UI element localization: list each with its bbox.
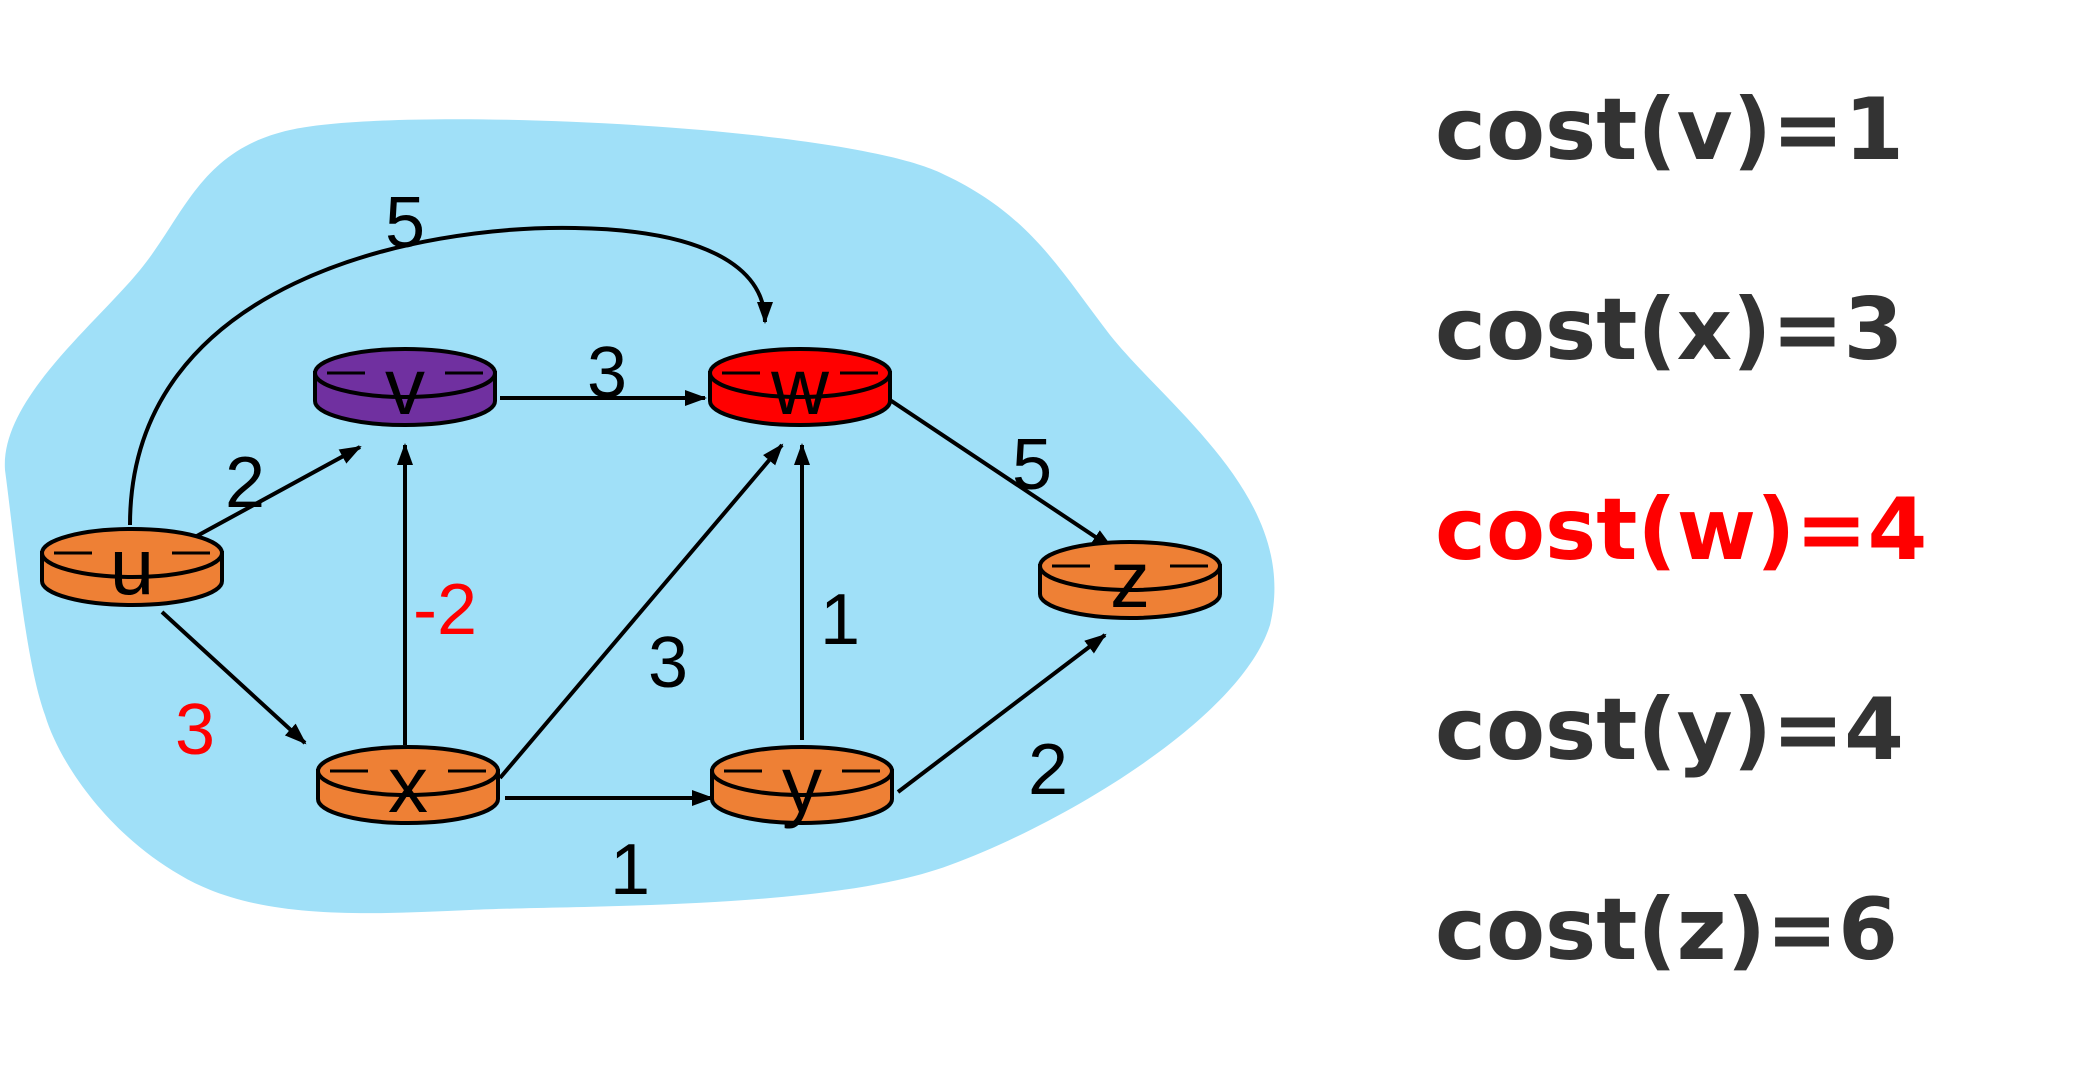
node-label-x: x bbox=[388, 740, 428, 829]
network-cloud bbox=[4, 119, 1275, 914]
edge-weight-x-v: -2 bbox=[413, 570, 477, 650]
edge-weight-v-w: 3 bbox=[587, 333, 627, 413]
node-label-u: u bbox=[110, 522, 155, 611]
edge-x-w bbox=[498, 443, 784, 780]
network-diagram: u v w x y z 5 2 3 3 -2 3 1 1 2 5 bbox=[4, 119, 1275, 914]
node-label-y: y bbox=[782, 740, 822, 829]
node-y: y bbox=[710, 740, 894, 829]
edge-weight-x-y: 1 bbox=[610, 830, 650, 910]
edge-weight-u-w: 5 bbox=[385, 183, 425, 263]
cost-y: cost(y)=4 bbox=[1435, 680, 1904, 780]
edge-u-w bbox=[128, 225, 773, 526]
cost-z: cost(z)=6 bbox=[1435, 880, 1898, 980]
node-label-z: z bbox=[1110, 535, 1150, 624]
edge-weight-y-w: 1 bbox=[820, 580, 860, 660]
node-w: w bbox=[708, 342, 892, 431]
edge-u-x bbox=[160, 610, 307, 745]
node-u: u bbox=[40, 522, 224, 611]
cost-w: cost(w)=4 bbox=[1435, 480, 1928, 580]
node-z: z bbox=[1038, 535, 1222, 624]
node-label-w: w bbox=[770, 342, 829, 431]
edge-labels-layer: 5 2 3 3 -2 3 1 1 2 5 bbox=[175, 183, 1068, 910]
cost-v: cost(v)=1 bbox=[1435, 80, 1904, 180]
edge-weight-u-v: 2 bbox=[225, 443, 265, 523]
cost-list: cost(v)=1 cost(x)=3 cost(w)=4 cost(y)=4 … bbox=[1435, 80, 2055, 1080]
edge-weight-u-x: 3 bbox=[175, 690, 215, 770]
edge-y-z bbox=[896, 633, 1107, 794]
node-x: x bbox=[316, 740, 500, 829]
edge-w-z bbox=[888, 398, 1114, 550]
node-label-v: v bbox=[385, 342, 425, 431]
nodes-layer: u v w x y z bbox=[40, 342, 1222, 829]
edge-weight-w-z: 5 bbox=[1012, 425, 1052, 505]
edge-weight-x-w: 3 bbox=[648, 623, 688, 703]
edges-layer bbox=[128, 225, 1114, 806]
node-v: v bbox=[313, 342, 497, 431]
edge-u-v bbox=[194, 445, 362, 539]
edge-weight-y-z: 2 bbox=[1028, 730, 1068, 810]
cost-x: cost(x)=3 bbox=[1435, 280, 1904, 380]
